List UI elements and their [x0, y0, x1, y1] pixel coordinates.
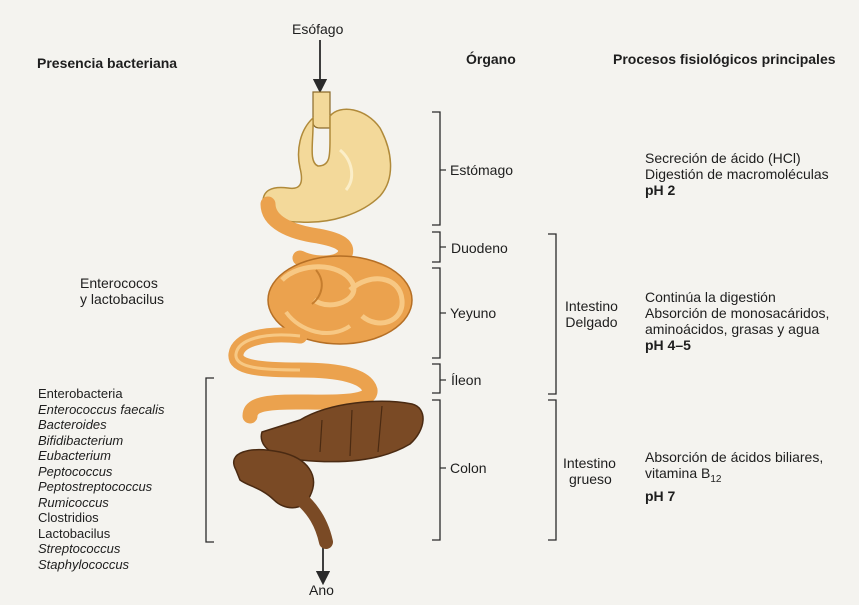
- esophagus-label: Esófago: [292, 21, 343, 37]
- group-small-line1: Intestino: [565, 298, 618, 314]
- organ-ileum-label: Íleon: [451, 372, 481, 388]
- bacteria-upper-line2: y lactobacilus: [80, 291, 164, 307]
- bacteria-item: Eubacterium: [38, 448, 164, 464]
- organ-stomach-label: Estómago: [450, 162, 513, 178]
- process-stomach: Secreción de ácido (HCl) Digestión de ma…: [645, 150, 829, 198]
- group-brackets: [548, 234, 556, 540]
- organ-brackets: [432, 112, 440, 540]
- process-large-line1: Absorción de ácidos biliares,: [645, 449, 823, 465]
- bacteria-item: Clostridios: [38, 510, 164, 526]
- colon: [234, 401, 423, 542]
- bacteria-item: Bacteroides: [38, 417, 164, 433]
- organ-jejunum-label: Yeyuno: [450, 305, 496, 321]
- bacteria-item: Bifidibacterium: [38, 433, 164, 449]
- organ-duodenum-label: Duodeno: [451, 240, 508, 256]
- group-large-intestine: Intestino grueso: [563, 455, 616, 487]
- process-small-ph: pH 4–5: [645, 337, 829, 353]
- group-large-line1: Intestino: [563, 455, 616, 471]
- process-small-intestine: Continúa la digestión Absorción de monos…: [645, 289, 829, 353]
- process-large-vitamin: vitamina B: [645, 465, 710, 481]
- bacteria-item: Peptococcus: [38, 464, 164, 480]
- bacteria-upper: Enterococos y lactobacilus: [80, 275, 164, 307]
- process-stomach-line2: Digestión de macromoléculas: [645, 166, 829, 182]
- process-large-line2: vitamina B12: [645, 465, 823, 488]
- bacteria-item: Enterobacteria: [38, 386, 164, 402]
- process-stomach-ph: pH 2: [645, 182, 829, 198]
- bacteria-item: Lactobacilus: [38, 526, 164, 542]
- bacteria-item: Streptococcus: [38, 541, 164, 557]
- bacteria-upper-line1: Enterococos: [80, 275, 164, 291]
- esophagus: [313, 92, 330, 128]
- group-large-line2: grueso: [563, 471, 616, 487]
- process-small-line2: Absorción de monosacáridos,: [645, 305, 829, 321]
- group-small-line2: Delgado: [565, 314, 618, 330]
- process-stomach-line1: Secreción de ácido (HCl): [645, 150, 829, 166]
- process-large-vitamin-sub: 12: [710, 474, 721, 485]
- bacteria-bracket: [206, 378, 214, 542]
- process-large-ph: pH 7: [645, 488, 823, 504]
- bacteria-item: Rumicoccus: [38, 495, 164, 511]
- process-small-line1: Continúa la digestión: [645, 289, 829, 305]
- group-small-intestine: Intestino Delgado: [565, 298, 618, 330]
- anus-label: Ano: [309, 582, 334, 598]
- process-small-line3: aminoácidos, grasas y agua: [645, 321, 829, 337]
- bacteria-item: Enterococcus faecalis: [38, 402, 164, 418]
- bacteria-item: Peptostreptococcus: [38, 479, 164, 495]
- process-large-intestine: Absorción de ácidos biliares, vitamina B…: [645, 449, 823, 504]
- organ-colon-label: Colon: [450, 460, 487, 476]
- bacteria-item: Staphylococcus: [38, 557, 164, 573]
